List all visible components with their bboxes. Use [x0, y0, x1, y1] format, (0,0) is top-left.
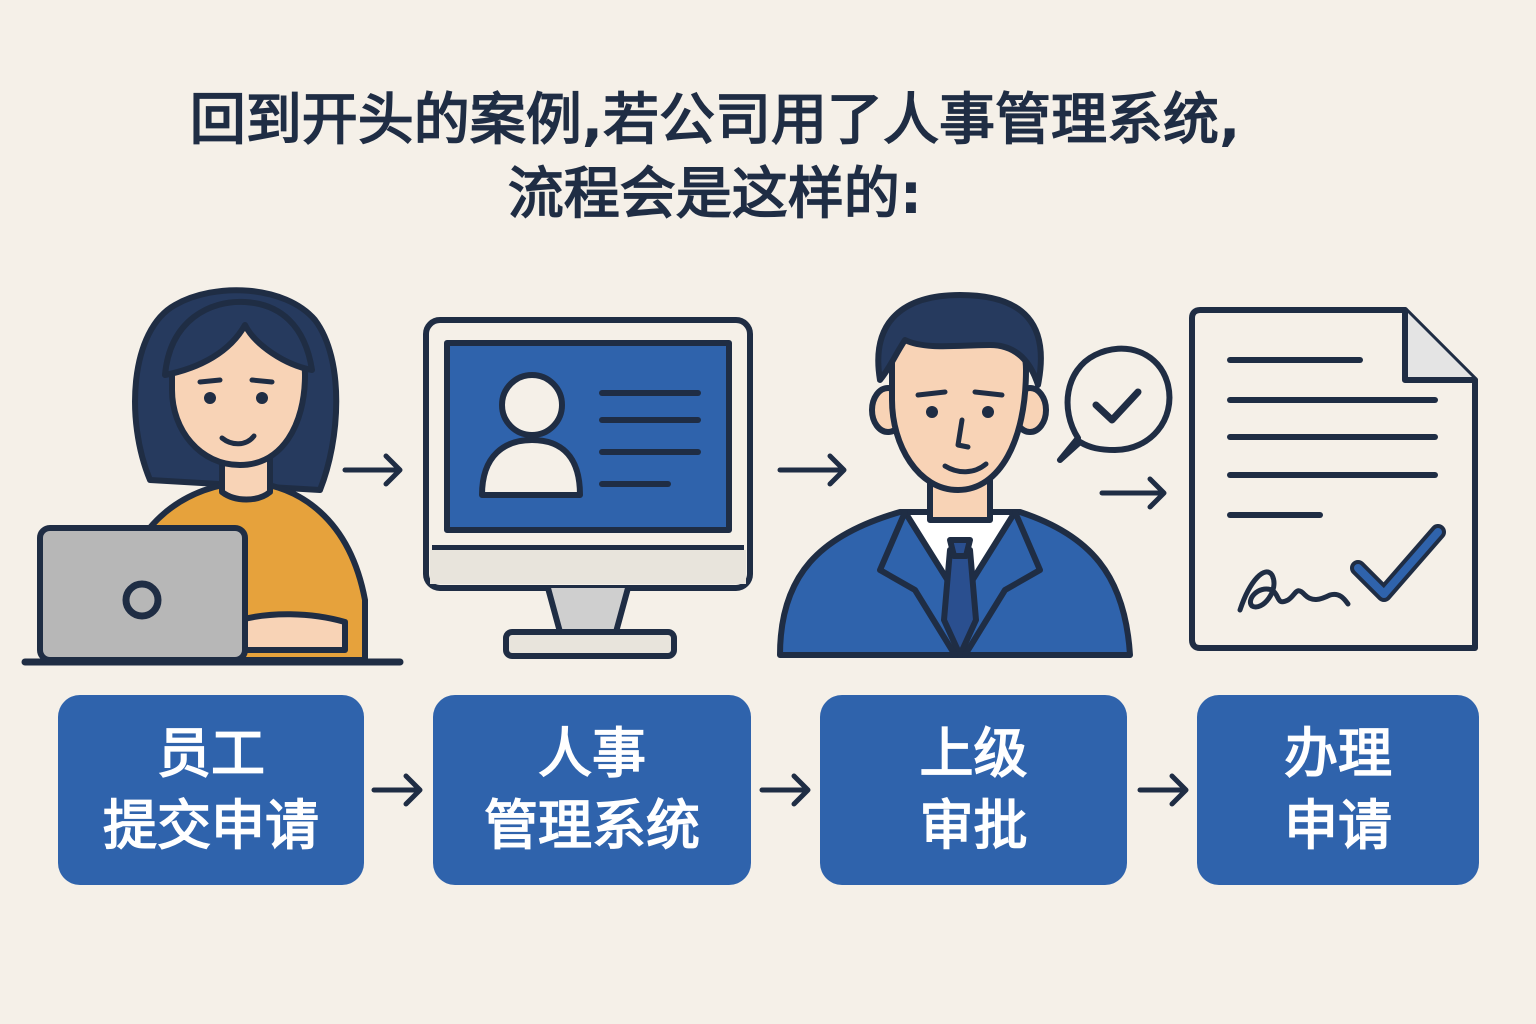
step-label-line-2: 审批 [919, 794, 1028, 857]
approval-bubble-check-icon [1057, 345, 1173, 463]
step-label-line-1: 办理 [1284, 722, 1392, 785]
step-label-line-2: 申请 [1284, 794, 1392, 857]
illustration-layer [21, 287, 1478, 666]
step-label-line-2: 管理系统 [484, 794, 700, 857]
step-box-employee-submit: 员工 提交申请 [58, 695, 364, 885]
step-label-line-1: 上级 [919, 722, 1028, 785]
step-box-manager-approval: 上级 审批 [820, 695, 1127, 885]
manager-icon [777, 292, 1133, 658]
step-label-line-2: 提交申请 [103, 794, 319, 857]
step-label-line-1: 员工 [157, 722, 265, 785]
arrow-icon [759, 773, 811, 807]
arrow-icon [777, 453, 847, 487]
arrow-icon [1137, 773, 1189, 807]
arrow-icon [371, 773, 423, 807]
computer-monitor-profile-icon [423, 317, 753, 659]
signed-document-icon [1189, 307, 1478, 651]
step-box-hr-system: 人事 管理系统 [433, 695, 751, 885]
employee-with-laptop-icon [21, 287, 404, 666]
step-box-process-request: 办理 申请 [1197, 695, 1479, 885]
arrow-icon [342, 453, 403, 487]
page-title-line-1: 回到开头的案例,若公司用了人事管理系统, [189, 88, 1241, 153]
page-title-line-2: 流程会是这样的: [507, 162, 923, 227]
arrow-icon [1099, 476, 1167, 510]
step-label-line-1: 人事 [538, 722, 646, 785]
